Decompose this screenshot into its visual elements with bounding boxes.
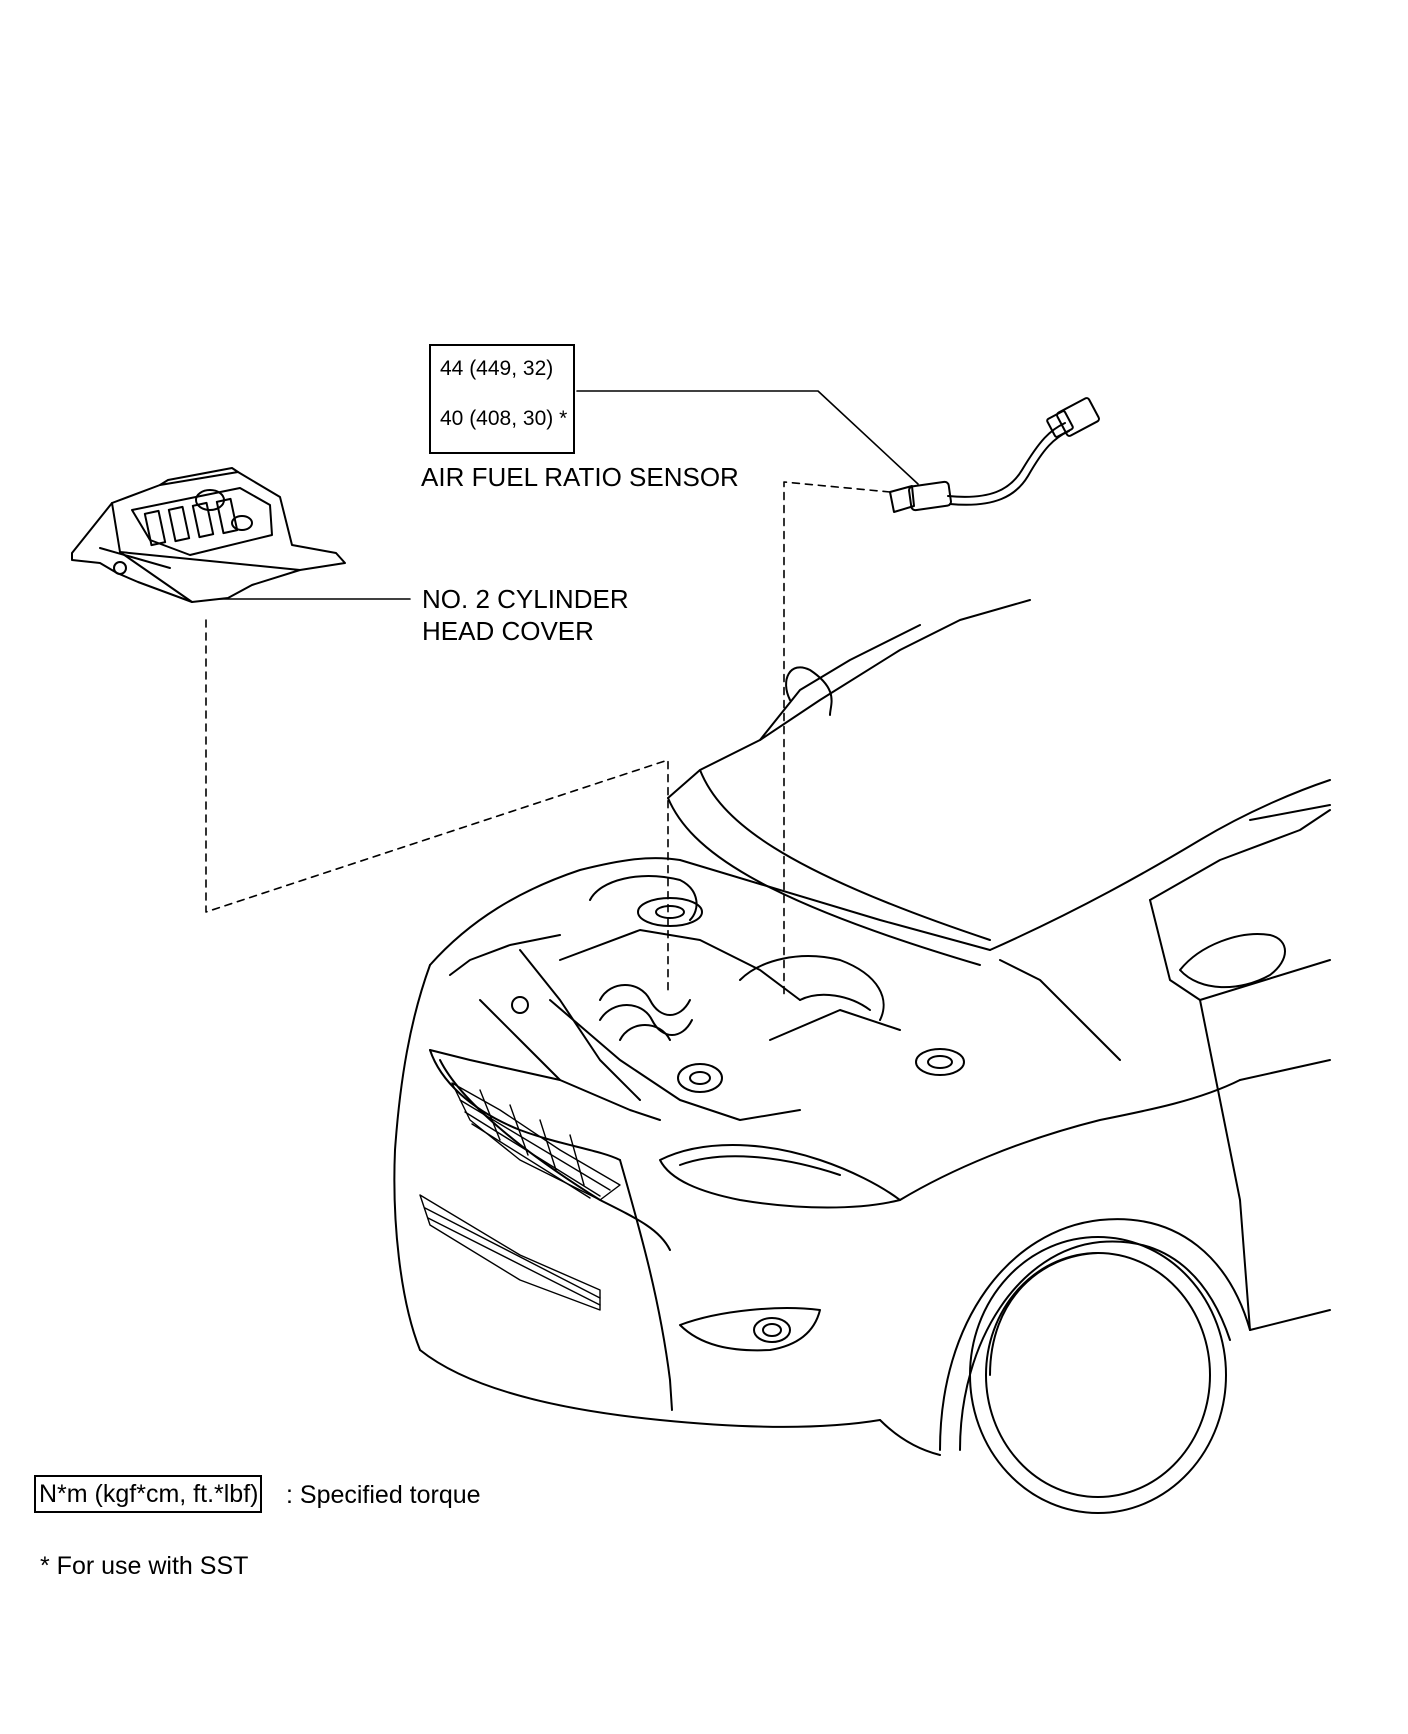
upper-grille xyxy=(451,1082,621,1201)
torque-value-standard: 44 (449, 32) xyxy=(440,357,554,380)
fog-lamp xyxy=(679,1307,821,1352)
torque-unit-legend-text: : Specified torque xyxy=(286,1481,481,1509)
torque-value-sst: 40 (408, 30) * xyxy=(440,407,568,430)
side-mirror xyxy=(1179,933,1286,989)
lower-grille xyxy=(419,1194,601,1311)
sst-footnote: * For use with SST xyxy=(40,1552,249,1580)
vehicle-front-illustration xyxy=(393,599,1331,1514)
torque-unit-legend-box: N*m (kgf*cm, ft.*lbf) xyxy=(34,1475,263,1513)
cylinder-head-cover-part xyxy=(71,467,346,603)
sensor-leader-line xyxy=(576,390,919,485)
cover-label-line2: HEAD COVER xyxy=(422,616,594,646)
headlight xyxy=(659,1144,901,1209)
air-fuel-ratio-sensor-part xyxy=(889,397,1100,513)
front-wheel xyxy=(969,1236,1227,1514)
install-guide-lines xyxy=(205,481,891,996)
torque-spec-box: 44 (449, 32) 40 (408, 30) * xyxy=(429,344,575,454)
sensor-label: AIR FUEL RATIO SENSOR xyxy=(421,462,739,492)
cover-label-line1: NO. 2 CYLINDER xyxy=(422,584,629,614)
